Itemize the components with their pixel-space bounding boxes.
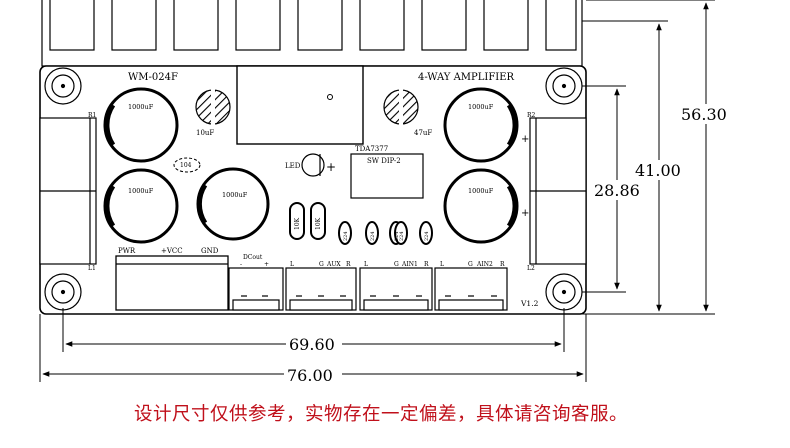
capacitor-c3 (196, 167, 270, 241)
version-label: V1.2 (520, 299, 539, 308)
dip-switch-label: SW DIP-2 (367, 157, 401, 165)
capacitor-c2 (103, 168, 179, 244)
resistor-1 (289, 202, 305, 240)
dip-switch (350, 153, 424, 199)
dcout-label: DCout (243, 254, 263, 261)
aux-pin-g: G (319, 261, 324, 268)
cap-224-5 (419, 221, 433, 245)
ain1-pin-r: R (424, 261, 429, 268)
vcc-label: +VCC (161, 247, 183, 255)
mount-hole-top-right (545, 67, 583, 105)
pin-r2-plus: + (521, 134, 529, 145)
cap-224-2-label: 224 (370, 231, 376, 241)
ain2-pin-l: L (440, 261, 444, 268)
dim-height-total (586, 0, 715, 315)
pwr-label: PWR (118, 247, 136, 255)
ain2-connector (434, 267, 508, 311)
ic-hole (327, 94, 333, 100)
ain2-pin-g: G (468, 261, 473, 268)
capacitor-c5 (443, 168, 519, 244)
small-cap-right-label: 47uF (414, 129, 432, 137)
dcout-pin-minus: - (240, 261, 242, 268)
capacitor-c2-label: 1000uF (128, 187, 154, 195)
dim-width-mount-label: 69.60 (289, 335, 335, 354)
pin-l1: L1 (88, 265, 96, 272)
capacitor-c1 (103, 87, 179, 163)
dim-height-total-label: 56.30 (681, 105, 727, 124)
dim-height-inner-label: 28.86 (594, 181, 640, 200)
cap-224-3-label: 224 (394, 231, 400, 241)
gnd-label: GND (201, 247, 219, 255)
ain1-pin-ain1: AIN1 (401, 261, 418, 268)
cap-224-1-label: 224 (343, 231, 349, 241)
cap-224-2 (365, 221, 379, 245)
ain2-pin-r: R (500, 261, 505, 268)
dcout-pin-plus: + (264, 261, 269, 268)
capacitor-c5-label: 1000uF (468, 187, 494, 195)
resistor-2 (310, 202, 326, 240)
capacitor-c1-label: 1000uF (128, 103, 154, 111)
heatsink-fins (41, 0, 583, 67)
aux-pin-l: L (290, 261, 294, 268)
cap-224-1 (338, 221, 352, 245)
mount-hole-top-left (44, 67, 82, 105)
ain1-pin-l: L (364, 261, 368, 268)
pin-r2: R2 (527, 112, 536, 119)
ain1-connector (359, 267, 433, 311)
model-label: WM-024F (128, 72, 178, 83)
aux-pin-aux: AUX (326, 261, 341, 268)
ceramic-cap (173, 157, 201, 173)
led-plus: + (326, 160, 336, 174)
pin-r1: R1 (88, 112, 96, 119)
led (301, 153, 325, 177)
capacitor-c3-label: 1000uF (222, 191, 248, 199)
pin-l2-plus: + (521, 208, 529, 219)
dim-width-total-label: 76.00 (287, 366, 333, 385)
ceramic-cap-label: 104 (180, 162, 192, 169)
ain1-pin-g: G (394, 261, 399, 268)
dim-height-mount-label: 41.00 (635, 161, 681, 180)
ic-block (236, 65, 364, 145)
capacitor-c4-label: 1000uF (468, 103, 494, 111)
side-terminal-right (529, 117, 587, 265)
cap-224-5-label: 224 (424, 231, 430, 241)
ain2-pin-ain2: AIN2 (476, 261, 493, 268)
cap-224-4-label: 224 (399, 231, 405, 241)
small-cap-left-label: 10uF (196, 129, 214, 137)
small-cap-right (383, 88, 419, 126)
power-terminal (115, 255, 229, 311)
resistor-1-label: 10K (294, 217, 301, 230)
ic-label: TDA7377 (355, 145, 388, 153)
led-label: LED (285, 162, 301, 170)
resistor-2-label: 10K (315, 217, 322, 230)
aux-connector (285, 267, 357, 311)
dcout-connector (228, 267, 284, 311)
side-terminal-left (39, 117, 97, 265)
pin-l2: L2 (527, 265, 535, 272)
capacitor-c4 (443, 87, 519, 163)
cap-224-4 (394, 221, 408, 245)
aux-pin-r: R (346, 261, 351, 268)
small-cap-left (195, 88, 231, 126)
amplifier-title: 4-WAY AMPLIFIER (418, 72, 515, 83)
disclaimer-note: 设计尺寸仅供参考，实物存在一定偏差，具体请咨询客服。 (134, 404, 629, 425)
